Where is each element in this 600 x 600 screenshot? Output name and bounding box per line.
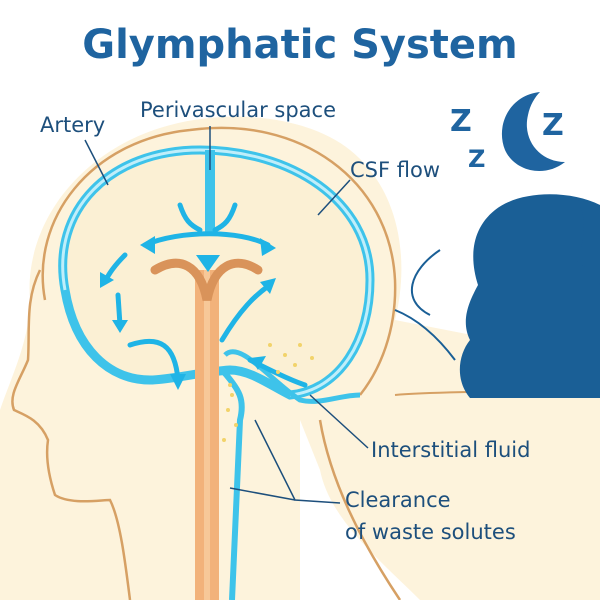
arrow-heads bbox=[100, 236, 276, 390]
ventricles bbox=[150, 258, 263, 302]
sleep-z-icon: Z bbox=[542, 108, 564, 143]
spinal-csf-channel bbox=[219, 367, 245, 600]
pillow-outline bbox=[394, 249, 456, 361]
neck-outline bbox=[318, 419, 402, 600]
cerebellum-channel bbox=[223, 349, 361, 404]
label-clearance: Clearance bbox=[345, 488, 451, 512]
sleep-z-icon: Z bbox=[450, 104, 472, 139]
label-csf-flow: CSF flow bbox=[350, 158, 440, 182]
sleep-z-icon: Z bbox=[468, 145, 486, 173]
moon-icon bbox=[501, 92, 565, 172]
page-title: Glymphatic System bbox=[82, 22, 518, 68]
silhouette-face bbox=[575, 200, 600, 285]
skull-outline bbox=[41, 126, 397, 396]
waste-solute-dots bbox=[222, 343, 314, 442]
sleeping-person-silhouette bbox=[459, 194, 600, 398]
label-perivascular-space: Perivascular space bbox=[140, 98, 337, 122]
label-interstitial-fluid: Interstitial fluid bbox=[371, 438, 531, 462]
brain-inner-outline bbox=[61, 148, 372, 397]
face-outline bbox=[11, 269, 132, 600]
label-artery: Artery bbox=[40, 113, 106, 137]
leader-lines bbox=[84, 126, 369, 504]
brain-stem bbox=[195, 270, 219, 600]
label-waste-solutes: of waste solutes bbox=[345, 520, 516, 544]
